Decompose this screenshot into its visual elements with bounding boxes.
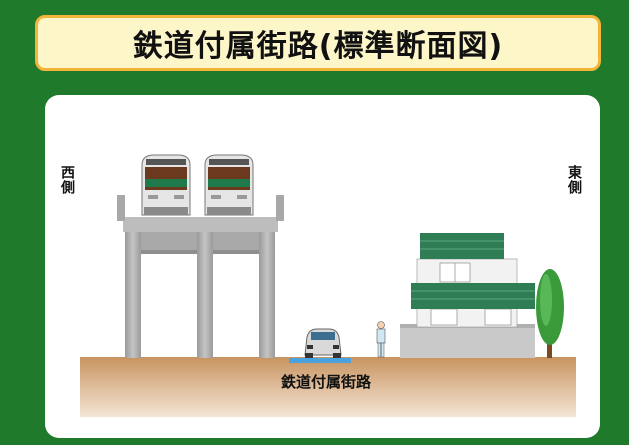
title-banner: 鉄道付属街路(標準断面図) (35, 15, 601, 71)
house (400, 233, 535, 358)
page-title: 鉄道付属街路(標準断面図) (132, 29, 504, 64)
ground (80, 357, 576, 417)
viaduct (117, 195, 284, 358)
west-side-label: 西側 (59, 165, 75, 195)
road-label: 鉄道付属街路 (281, 373, 372, 391)
tree (536, 269, 564, 358)
train-car-west (141, 154, 191, 216)
east-side-label: 東側 (566, 165, 582, 195)
cross-section-diagram (80, 154, 576, 417)
road-surface (289, 358, 351, 363)
cross-section-panel: 西側 東側 鉄道付属街路 (45, 95, 600, 438)
car (304, 328, 342, 358)
train-car-east (204, 154, 254, 216)
pedestrian (376, 321, 386, 358)
